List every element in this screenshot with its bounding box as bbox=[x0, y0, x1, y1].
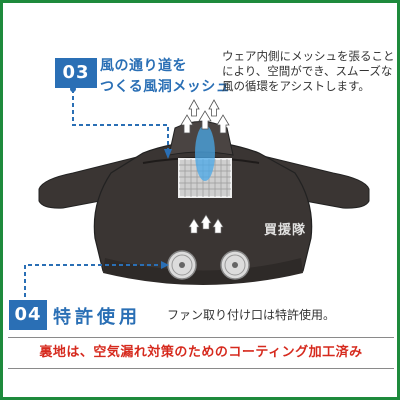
jacket-hem bbox=[103, 258, 303, 285]
step-04-badge: 04 bbox=[9, 300, 47, 330]
step-03-description-line: により、空間ができ、スムーズな bbox=[222, 64, 393, 78]
right-fan bbox=[220, 250, 250, 280]
step-03-description: ウェア内側にメッシュを張ること により、空間ができ、スムーズな 風の循環をアシス… bbox=[222, 49, 397, 94]
step-03-description-line: ウェア内側にメッシュを張ること bbox=[222, 49, 395, 63]
watermark-text: 買援隊 bbox=[264, 223, 307, 238]
jacket-feature-illustration: 03 風の通り道を つくる風洞メッシュ ウェア内側にメッシュを張ること により、… bbox=[3, 3, 397, 397]
step-04-description: ファン取り付け口は特許使用。 bbox=[167, 308, 336, 322]
jacket-illustration bbox=[24, 86, 370, 297]
inner-airflow-arrows bbox=[188, 214, 224, 234]
step-03-badge: 03 bbox=[55, 58, 97, 88]
step-03-heading-line2: つくる風洞メッシュ bbox=[100, 79, 231, 95]
airflow-arrows bbox=[180, 99, 230, 134]
step-03-heading-line1: 風の通り道を bbox=[100, 58, 187, 74]
bottom-note-bar: 裏地は、空気漏れ対策のためのコーティング加工済み bbox=[8, 337, 394, 369]
callout-line-03 bbox=[72, 89, 169, 153]
left-fan bbox=[167, 250, 197, 280]
step-03-description-line: 風の循環をアシストします。 bbox=[222, 79, 370, 93]
callout-line-04 bbox=[24, 264, 163, 297]
bottom-note-text: 裏地は、空気漏れ対策のためのコーティング加工済み bbox=[39, 345, 363, 360]
airflow-glow bbox=[195, 125, 215, 181]
step-04-heading: 特許使用 bbox=[53, 307, 141, 328]
